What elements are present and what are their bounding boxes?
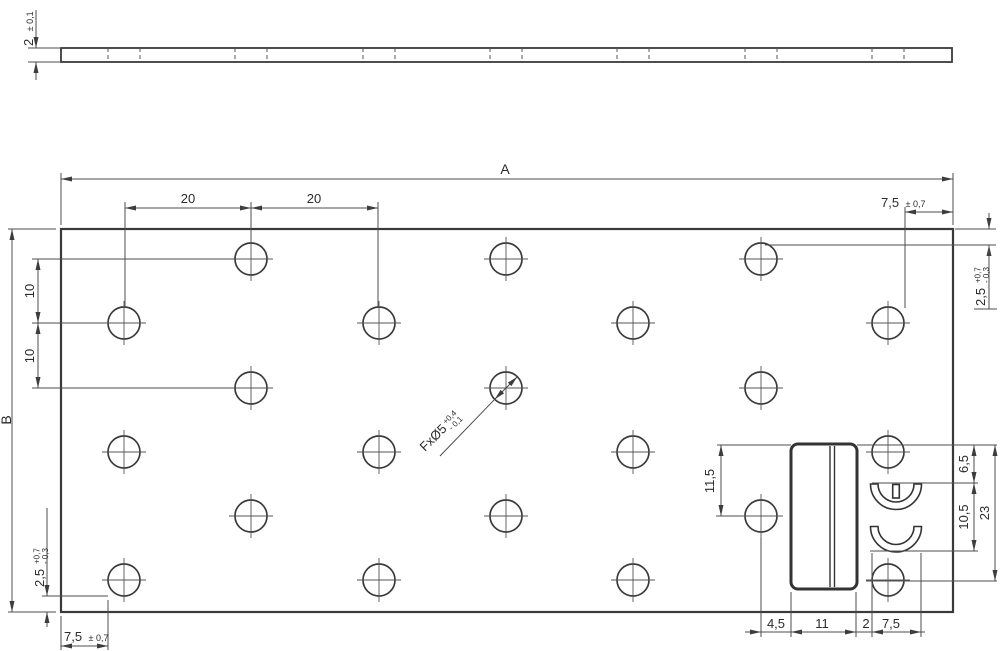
thickness-dimension [28,10,61,80]
hole-callout-leader [439,376,518,457]
edge-margin-tolerance: ± 0,7 [906,199,926,209]
side-view-hidden-hole-lines [107,48,905,62]
dim-A-label: A [500,161,510,177]
dim-pitch-x-label-2: 20 [307,191,321,206]
dim-edge-offset-top-label: 2,5 +0,7 - 0,3 [968,263,992,306]
detail-chain-arrowheads [750,629,921,635]
dim-B-label: B [0,415,14,424]
ce-mark-letter-c-arc [869,525,923,553]
dim-edge-offset-bottom [42,508,108,627]
edge-offset-value: 2,5 [973,288,988,306]
dim-pitch-y [32,258,236,389]
ce-mark-letter-e-arc [869,483,923,511]
edge-offset-tol-minus: - 0,3 [982,266,991,283]
detail-dimension-lines [716,444,998,637]
dim-edge-offset-bottom-label: 2,5 +0,7 - 0,3 [27,544,51,587]
dim-pitch-x-label-1: 20 [181,191,195,206]
edge-margin-value: 7,5 [881,195,899,210]
thickness-tolerance: ± 0,1 [25,11,35,31]
dim-edge-margin-top [904,207,953,308]
dim-edge-margin-top-label: 7,5 ± 0,7 [881,194,925,211]
dim-pitch-x [124,202,379,307]
thickness-value: 2 [21,39,36,46]
dim-edge-margin-bottom-label: 7,5 ± 0,7 [64,628,108,645]
edge-offset-tol-plus-2: +0,7 [33,548,42,564]
dim-ce-width-label: 7,5 [882,616,900,631]
marking-detail [789,442,923,591]
dim-slot-offset-label: 11,5 [702,469,717,493]
edge-margin-tolerance-2: ± 0,7 [89,633,109,643]
dim-slot-gap-label: 4,5 [767,616,785,631]
side-view: 2 ± 0,1 [20,10,953,80]
edge-offset-value-2: 2,5 [32,569,47,587]
dim-slot-width-label: 11 [815,616,829,631]
dim-pitch-y-label-1: 10 [22,284,37,298]
dim-edge-offset-top [765,213,997,310]
dim-ce-offset-label: 6,5 [956,455,971,473]
thickness-label: 2 ± 0,1 [20,11,37,46]
dim-pitch-y-label-2: 10 [22,349,37,363]
edge-margin-value-2: 7,5 [64,629,82,644]
edge-offset-tol-minus-2: - 0,3 [41,547,50,564]
dim-edge-margin-bottom [60,600,109,650]
dim-ce-height-label: 10,5 [956,504,971,529]
marking-slot-outline [789,442,859,591]
side-view-plate-outline [60,47,953,63]
dim-detail-span-label: 23 [977,506,992,520]
dim-A [60,173,954,225]
ce-mark-letter-e-stem [891,483,901,499]
dim-ce-gap-label: 2 [862,616,869,631]
edge-offset-tol-plus: +0,7 [974,267,983,283]
